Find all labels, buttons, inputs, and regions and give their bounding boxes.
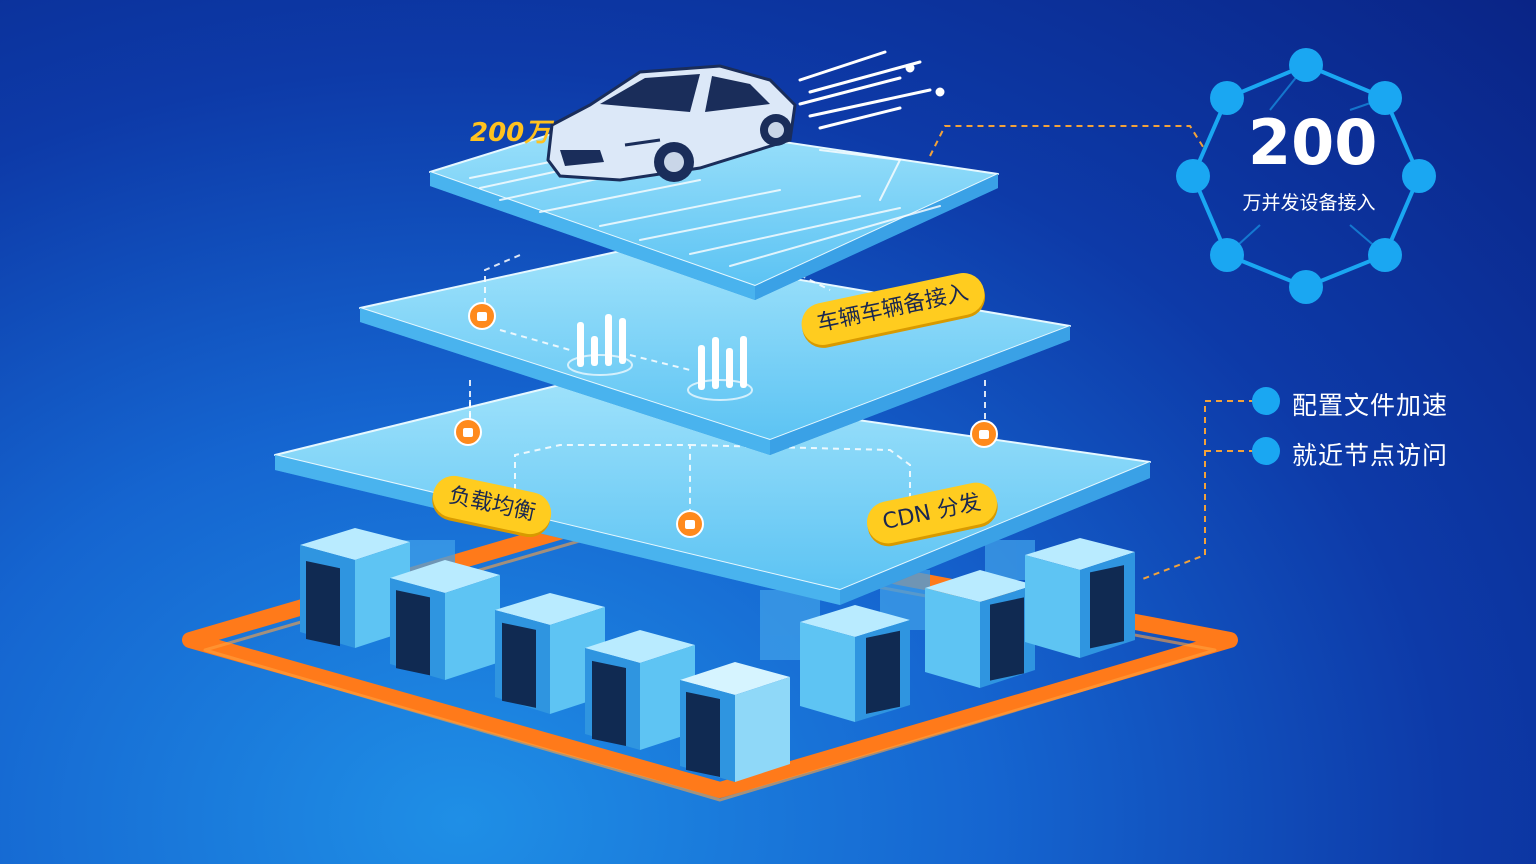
- server-rack-icon: [925, 570, 1035, 688]
- feature-label-config: 配置文件加速: [1292, 391, 1449, 420]
- car-icon: [546, 64, 797, 182]
- car-count-label: 200万: [470, 118, 551, 148]
- server-rack-icon: [390, 560, 500, 680]
- feature-connectors: [1139, 400, 1255, 581]
- server-row: [300, 528, 1135, 782]
- server-rack-icon: [800, 605, 910, 722]
- lock-icon: [468, 302, 496, 330]
- stat-number: 200: [1248, 106, 1378, 179]
- lock-icon: [454, 418, 482, 446]
- lock-icon: [970, 420, 998, 448]
- server-rack-icon: [680, 662, 790, 782]
- feature-dot-icon: [1252, 437, 1280, 465]
- network-ring-icon: [1176, 48, 1436, 304]
- speed-lines: [798, 50, 945, 130]
- server-rack-icon: [1025, 538, 1135, 658]
- feature-label-nearby: 就近节点访问: [1292, 441, 1449, 470]
- bar-chart-icon: [687, 336, 753, 401]
- bar-chart-icon: [567, 314, 633, 376]
- lock-icon: [676, 510, 704, 538]
- server-rack-icon: [585, 630, 695, 750]
- middle-connectors: [469, 254, 831, 420]
- feature-dot-icon: [1252, 387, 1280, 415]
- stat-caption: 万并发设备接入: [1242, 192, 1376, 214]
- platform-bottom: [274, 379, 1151, 605]
- stat-connector: [929, 125, 1206, 157]
